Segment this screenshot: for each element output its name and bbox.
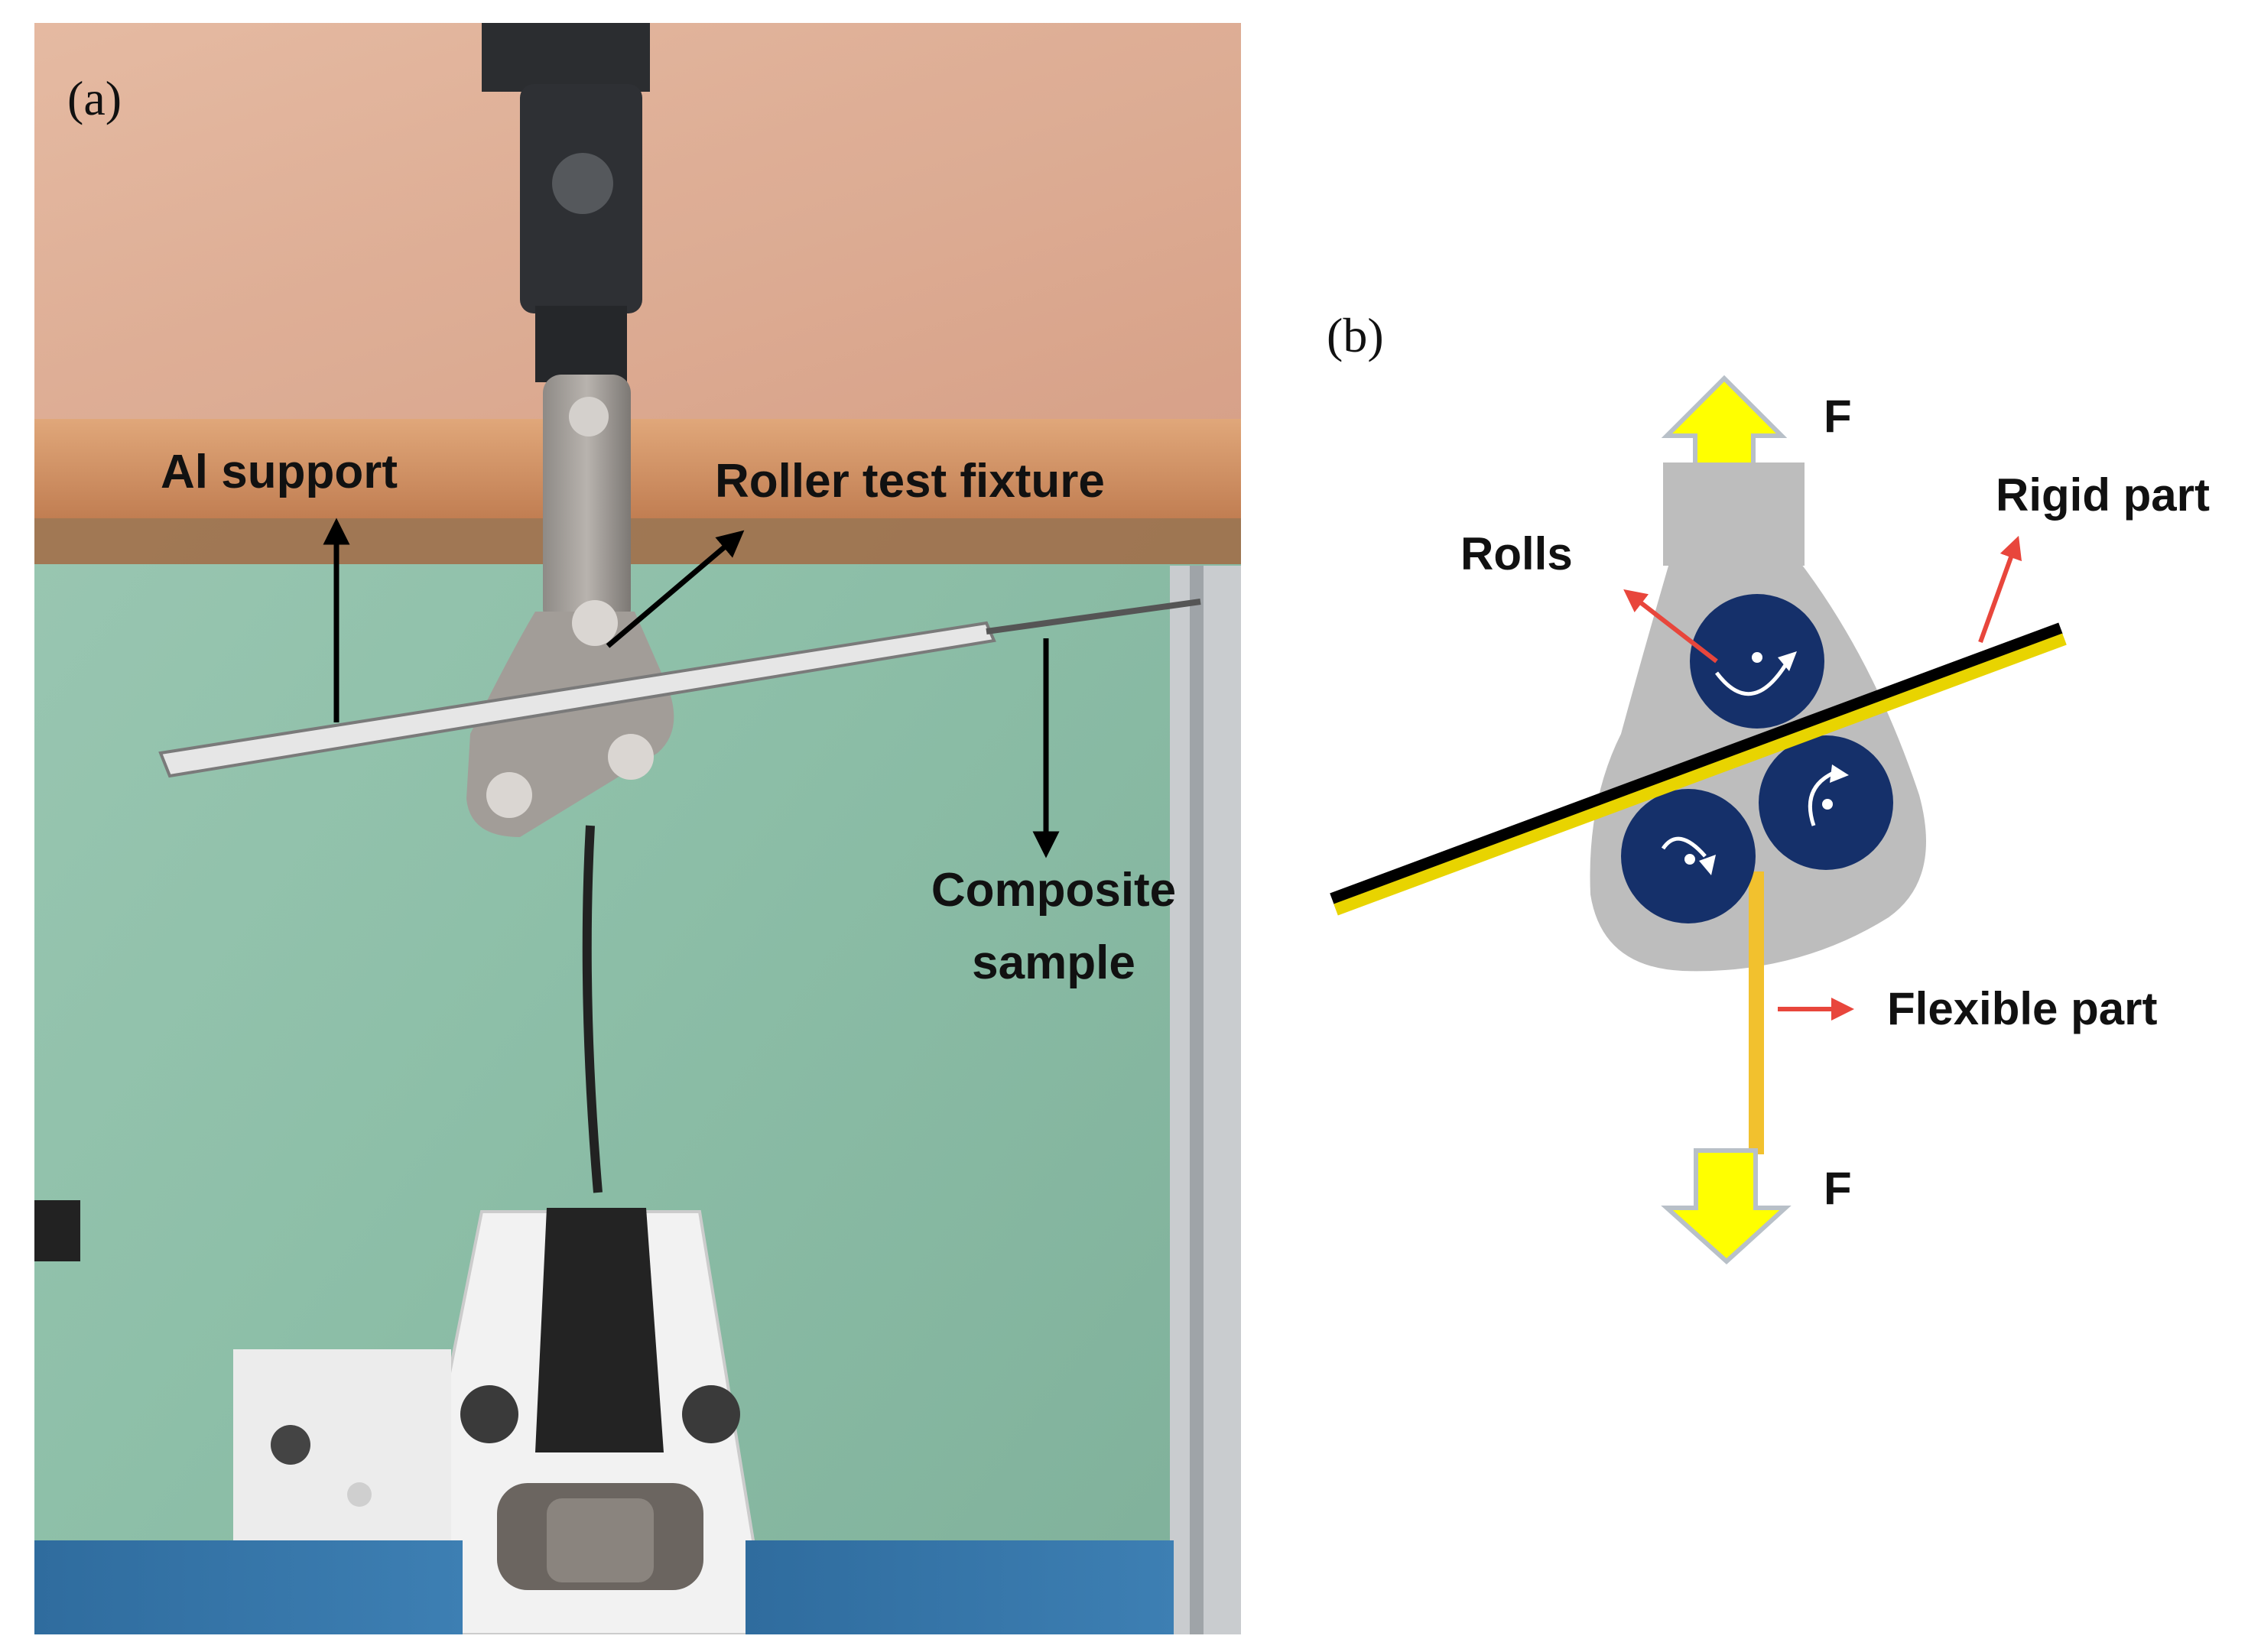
force-label-bottom: F: [1824, 1163, 1852, 1214]
lower-grip-jaws: [535, 1208, 664, 1452]
flexible-part-label: Flexible part: [1887, 983, 2157, 1034]
roll-top: [1690, 594, 1824, 729]
composite-label-line1: Composite: [931, 864, 1176, 917]
rigid-part-label: Rigid part: [1996, 469, 2210, 521]
force-label-top: F: [1824, 391, 1852, 442]
rigid-part-black: [1330, 622, 2063, 905]
composite-label-line2: sample: [972, 936, 1135, 989]
force-arrow-top: [1661, 375, 1788, 476]
roller-fixture-label: Roller test fixture: [715, 455, 1105, 508]
force-arrow-bottom: [1661, 1148, 1792, 1265]
al-support-label: Al support: [161, 446, 398, 498]
rigid-part-callout-arrow: [1978, 535, 2022, 644]
blue-base: [34, 1540, 463, 1634]
panel-b-label: (b): [1327, 308, 1384, 362]
crosshead: [482, 23, 650, 92]
rolls-label: Rolls: [1460, 528, 1573, 579]
roll-right: [1759, 735, 1893, 870]
fixture-neck: [1663, 462, 1805, 566]
wall-outlet: [233, 1349, 451, 1540]
composite-sample-hanging: [582, 825, 603, 1193]
roller-fixture-arrow: [606, 530, 745, 648]
al-support-bar: [158, 621, 996, 778]
roll-left: [1621, 789, 1756, 923]
wooden-shelf: [34, 419, 1241, 518]
rolls-callout-arrow: [1623, 589, 1718, 664]
panel-a-label: (a): [67, 71, 122, 125]
roller-test-fixture: [543, 375, 631, 627]
machine-frame: [1170, 566, 1241, 1634]
rigid-part-yellow: [1334, 633, 2067, 916]
composite-sample-strip: [986, 599, 1201, 635]
panel-a-photo: [34, 23, 1241, 1634]
